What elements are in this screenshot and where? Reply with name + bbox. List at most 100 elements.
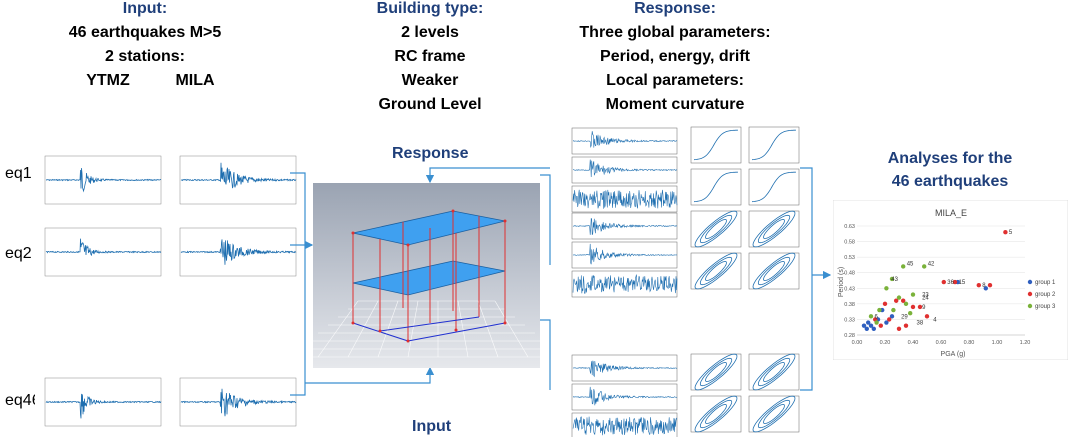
- chart-y-tick-label: 0.58: [844, 240, 855, 246]
- chart-point: [877, 307, 882, 313]
- analyses-arrow: [800, 167, 830, 391]
- hysteresis-frame: [690, 126, 742, 164]
- chart-x-tick-label: 1.00: [992, 340, 1003, 346]
- timeseries-signal: [572, 131, 678, 149]
- chart-point: [910, 304, 916, 310]
- chart-title: MILA_E: [935, 208, 967, 218]
- chart-point-label: 42: [928, 261, 935, 267]
- seismogram-signal: [45, 393, 162, 419]
- chart-point: [866, 320, 871, 325]
- seismogram-signal: [180, 162, 297, 189]
- timeseries-signal: [572, 189, 678, 209]
- seismogram-eq1-mila: [170, 150, 298, 210]
- chart-legend-marker: [1027, 291, 1033, 297]
- chart-points: [861, 230, 1008, 331]
- hysteresis-curve: [693, 171, 739, 203]
- building-header: Building type:: [376, 0, 484, 17]
- hysteresis-curve: [752, 252, 796, 290]
- hysteresis-curve: [693, 129, 739, 161]
- hysteresis-frame: [748, 395, 800, 433]
- chart-point: [871, 326, 876, 331]
- response-arrow-label: Response: [392, 145, 469, 162]
- chart-point: [896, 295, 902, 300]
- hysteresis-frame: [748, 126, 800, 164]
- chart-point: [987, 282, 993, 288]
- chart-y-tick-label: 0.38: [844, 302, 855, 308]
- seismogram-eq1-ytmz: [35, 150, 163, 210]
- chart-y-axis-label: Period (s): [838, 267, 845, 297]
- seismogram-eq46-ytmz: [35, 372, 163, 432]
- chart-x-tick-label: 0.60: [936, 340, 947, 346]
- chart-point: [976, 282, 981, 288]
- chart-point-label: 9: [922, 305, 926, 311]
- hysteresis-frame: [690, 210, 742, 248]
- timeseries-signal: [572, 416, 678, 436]
- chart-point-label: 36: [947, 280, 954, 286]
- chart-point: [882, 301, 888, 307]
- hysteresis-frame: [690, 168, 742, 206]
- hysteresis-frame: [748, 168, 800, 206]
- ground-grid: [313, 300, 540, 358]
- timeseries-signal: [572, 217, 678, 236]
- eq1-label: eq1: [5, 165, 32, 182]
- chart-point: [1003, 230, 1008, 235]
- timeseries-signal: [573, 159, 678, 178]
- output-arrow-bottom: [540, 319, 551, 390]
- chart-point: [861, 323, 867, 328]
- seismogram-signal: [180, 388, 297, 417]
- hysteresis-curve: [752, 395, 796, 433]
- response-timeseries-eq1: [571, 127, 678, 213]
- chart-point: [910, 292, 916, 297]
- hysteresis-frame: [690, 395, 742, 433]
- hysteresis-curve: [694, 210, 738, 248]
- response-line-moment: Moment curvature: [605, 96, 745, 113]
- hysteresis-curve: [751, 171, 797, 203]
- timeseries-signal: [573, 386, 678, 406]
- input-earthquakes-text: 46 earthquakes M>5: [68, 24, 222, 41]
- response-timeseries-eq46: [571, 354, 678, 437]
- chart-point-label: 45: [907, 261, 914, 267]
- input-stations-text: 2 stations:: [104, 48, 185, 65]
- eq46-label: eq46: [5, 392, 41, 409]
- output-arrow-top: [540, 174, 551, 265]
- chart-y-tick-label: 0.48: [844, 271, 855, 277]
- chart-point-label: 4: [933, 317, 937, 323]
- chart-point: [891, 307, 896, 313]
- eq2-label: eq2: [5, 245, 32, 262]
- chart-point-label: 43: [891, 277, 898, 283]
- analyses-line1: Analyses for the: [887, 150, 1013, 167]
- building-line-ground: Ground Level: [378, 96, 482, 113]
- response-header: Response:: [634, 0, 716, 17]
- seismogram-signal: [180, 239, 297, 265]
- response-timeseries-eq2: [571, 212, 678, 298]
- chart-point: [894, 298, 899, 303]
- chart-y-ticks: 0.280.330.380.430.480.530.580.63: [844, 224, 855, 339]
- chart-x-tick-label: 0.20: [880, 340, 891, 346]
- chart-point: [889, 276, 895, 282]
- chart-point: [868, 314, 874, 319]
- chart-point: [889, 314, 895, 319]
- response-line-local: Local parameters:: [606, 72, 744, 89]
- chart-point: [901, 298, 906, 303]
- chart-y-tick-label: 0.28: [844, 333, 855, 339]
- chart-point-label: 23: [922, 293, 929, 299]
- chart-point-label: 6: [875, 314, 879, 320]
- hysteresis-frame: [690, 353, 742, 391]
- building-line-weaker: Weaker: [401, 72, 459, 89]
- response-hysteresis-grid-bottom: [690, 353, 800, 433]
- chart-point: [896, 326, 902, 331]
- hysteresis-curve: [752, 353, 796, 391]
- chart-point: [917, 304, 923, 310]
- chart-point: [878, 323, 883, 328]
- hysteresis-curve: [694, 252, 738, 290]
- building-line-frame: RC frame: [394, 48, 466, 65]
- chart-point: [884, 286, 889, 291]
- input-arrow-eq46: [290, 245, 306, 396]
- input-header: Input:: [122, 0, 168, 17]
- chart-point: [983, 286, 988, 291]
- chart-x-tick-label: 0.40: [908, 340, 919, 346]
